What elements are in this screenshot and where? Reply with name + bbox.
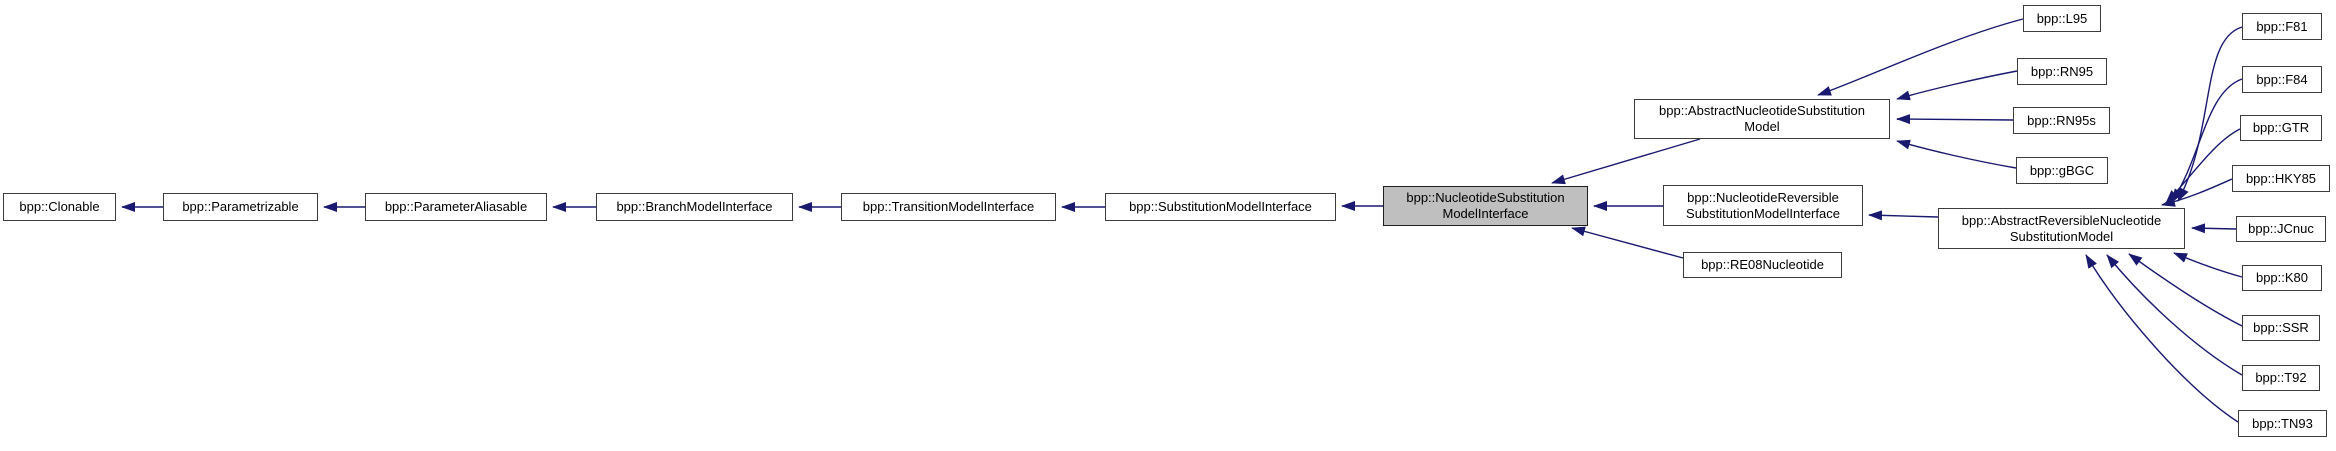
inheritance-edge-rn95s-to-abstract-nucleotide-substitution-model	[1896, 114, 2014, 125]
class-node-label: bpp::BranchModelInterface	[616, 199, 773, 214]
inheritance-edge-f81-to-abstract-reversible-nucleotide-substitution-model	[2177, 26, 2243, 202]
class-node-clonable[interactable]: bpp::Clonable	[3, 193, 116, 221]
class-node-label: bpp::SSR	[2253, 320, 2309, 335]
class-node-label: bpp::Clonable	[19, 199, 100, 214]
class-node-label: bpp::AbstractNucleotideSubstitution Mode…	[1659, 103, 1865, 134]
class-node-tn93[interactable]: bpp::TN93	[2238, 410, 2327, 437]
class-node-f84[interactable]: bpp::F84	[2242, 66, 2322, 93]
inheritance-edge-gtr-to-abstract-reversible-nucleotide-substitution-model	[2165, 128, 2241, 204]
class-node-jcnuc[interactable]: bpp::JCnuc	[2236, 216, 2326, 242]
class-node-abstract-nucleotide-substitution-model[interactable]: bpp::AbstractNucleotideSubstitution Mode…	[1634, 99, 1890, 139]
class-node-parameter-aliasable[interactable]: bpp::ParameterAliasable	[365, 193, 547, 221]
class-node-gbgc[interactable]: bpp::gBGC	[2016, 157, 2108, 184]
class-node-label: bpp::JCnuc	[2248, 221, 2314, 236]
class-node-rn95s[interactable]: bpp::RN95s	[2013, 107, 2110, 134]
class-node-t92[interactable]: bpp::T92	[2242, 365, 2320, 391]
class-node-label: bpp::TN93	[2252, 415, 2313, 431]
class-node-nucleotide-substitution-model-interface: bpp::NucleotideSubstitution ModelInterfa…	[1383, 186, 1588, 226]
class-node-f81[interactable]: bpp::F81	[2242, 13, 2322, 40]
class-node-label: bpp::T92	[2255, 370, 2307, 385]
inheritance-edge-re08-nucleotide-to-nucleotide-substitution-model-interface	[1571, 226, 1684, 259]
class-node-re08-nucleotide[interactable]: bpp::RE08Nucleotide	[1683, 252, 1842, 278]
class-node-label: bpp::SubstitutionModelInterface	[1129, 199, 1312, 214]
class-node-label: bpp::AbstractReversibleNucleotide Substi…	[1961, 212, 2162, 244]
inheritance-edge-ssr-to-abstract-reversible-nucleotide-substitution-model	[2128, 253, 2243, 327]
class-node-label: bpp::TransitionModelInterface	[862, 199, 1035, 214]
class-node-ssr[interactable]: bpp::SSR	[2242, 315, 2320, 341]
inheritance-edge-tn93-to-abstract-reversible-nucleotide-substitution-model	[2085, 254, 2239, 423]
class-node-gtr[interactable]: bpp::GTR	[2240, 115, 2322, 141]
inheritance-edge-abstract-nucleotide-substitution-model-to-nucleotide-substitution-model-interface	[1551, 138, 1701, 185]
inheritance-edge-jcnuc-to-abstract-reversible-nucleotide-substitution-model	[2191, 223, 2237, 234]
class-node-nucleotide-reversible-substitution-model-interface[interactable]: bpp::NucleotideReversible SubstitutionMo…	[1663, 185, 1863, 226]
inheritance-edge-l95-to-abstract-nucleotide-substitution-model	[1817, 18, 2024, 96]
class-node-label: bpp::NucleotideSubstitution ModelInterfa…	[1406, 190, 1565, 221]
class-node-label: bpp::RN95	[2030, 63, 2094, 79]
class-node-label: bpp::F81	[2256, 18, 2308, 34]
class-node-label: bpp::gBGC	[2029, 162, 2095, 178]
class-node-label: bpp::Parametrizable	[182, 199, 299, 214]
inheritance-edge-hky85-to-abstract-reversible-nucleotide-substitution-model	[2161, 178, 2233, 207]
class-node-hky85[interactable]: bpp::HKY85	[2232, 165, 2330, 192]
class-node-abstract-reversible-nucleotide-substitution-model[interactable]: bpp::AbstractReversibleNucleotide Substi…	[1938, 208, 2185, 249]
class-node-label: bpp::GTR	[2252, 120, 2310, 135]
class-node-parametrizable[interactable]: bpp::Parametrizable	[163, 193, 318, 221]
inheritance-edge-abstract-reversible-nucleotide-substitution-model-to-nucleotide-reversible-substitution-model-interface	[1868, 210, 1939, 221]
class-node-label: bpp::RN95s	[2027, 112, 2096, 128]
class-node-l95[interactable]: bpp::L95	[2023, 5, 2101, 32]
inheritance-edge-gbgc-to-abstract-nucleotide-substitution-model	[1896, 139, 2017, 169]
inheritance-edge-rn95-to-abstract-nucleotide-substitution-model	[1896, 70, 2018, 101]
inheritance-edge-k80-to-abstract-reversible-nucleotide-substitution-model	[2173, 252, 2243, 278]
class-node-label: bpp::HKY85	[2245, 170, 2317, 186]
class-node-branch-model-interface[interactable]: bpp::BranchModelInterface	[596, 193, 793, 221]
class-node-label: bpp::L95	[2036, 10, 2088, 26]
class-node-rn95[interactable]: bpp::RN95	[2017, 58, 2107, 85]
class-node-label: bpp::NucleotideReversible SubstitutionMo…	[1686, 189, 1840, 221]
class-node-label: bpp::K80	[2255, 270, 2309, 285]
class-node-substitution-model-interface[interactable]: bpp::SubstitutionModelInterface	[1105, 193, 1336, 221]
class-node-label: bpp::RE08Nucleotide	[1701, 257, 1824, 272]
class-node-transition-model-interface[interactable]: bpp::TransitionModelInterface	[841, 193, 1056, 221]
class-node-k80[interactable]: bpp::K80	[2242, 265, 2322, 291]
class-node-label: bpp::ParameterAliasable	[384, 199, 528, 214]
class-node-label: bpp::F84	[2256, 71, 2308, 87]
inheritance-edge-t92-to-abstract-reversible-nucleotide-substitution-model	[2106, 254, 2243, 376]
